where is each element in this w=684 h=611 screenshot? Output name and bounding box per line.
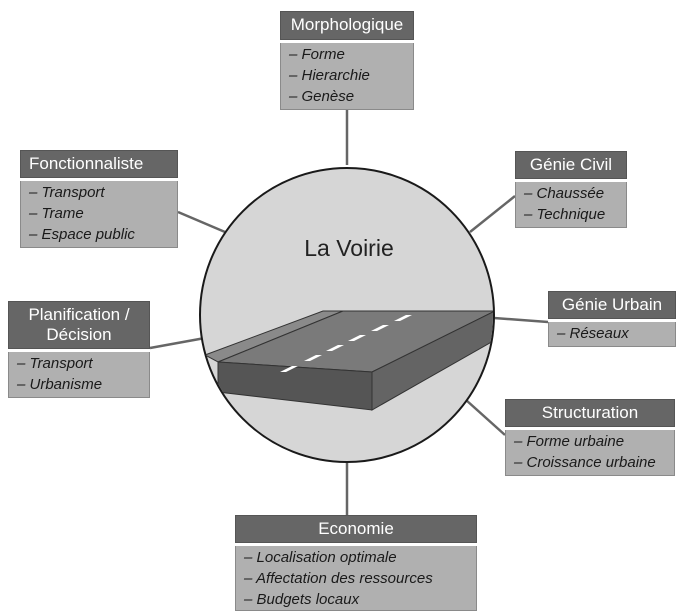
- box-structuration-items: – Forme urbaine – Croissance urbaine: [505, 430, 675, 476]
- list-item: – Localisation optimale: [244, 549, 397, 566]
- center-label: La Voirie: [304, 235, 394, 261]
- box-economie: Economie – Localisation optimale – Affec…: [235, 515, 477, 611]
- box-planification-title: Planification / Décision: [8, 301, 150, 349]
- list-item: – Genèse: [289, 88, 355, 105]
- connector-genie-civil: [469, 195, 516, 233]
- list-item: – Réseaux: [557, 325, 629, 342]
- box-structuration: Structuration – Forme urbaine – Croissan…: [505, 399, 675, 476]
- list-item: – Chaussée: [524, 185, 605, 202]
- list-item: – Espace public: [29, 226, 135, 243]
- box-planification-title-line1: Planification /: [28, 304, 130, 324]
- list-item: – Urbanisme: [17, 376, 103, 393]
- road-side-face: [371, 310, 493, 411]
- box-genie-civil-title: Génie Civil: [515, 151, 627, 179]
- box-economie-title: Economie: [235, 515, 477, 543]
- road-illustration: [203, 310, 493, 411]
- box-fonctionnaliste: Fonctionnaliste – Transport – Trame – Es…: [20, 150, 178, 248]
- list-item: – Budgets locaux: [244, 591, 360, 608]
- box-planification-title-line2: Décision: [46, 325, 112, 344]
- box-morphologique-title: Morphologique: [280, 11, 414, 40]
- lane-markings: [280, 315, 412, 372]
- box-genie-urbain: Génie Urbain – Réseaux: [548, 291, 676, 347]
- list-item: – Transport: [17, 355, 93, 372]
- list-item: – Hierarchie: [289, 67, 370, 84]
- box-fonctionnaliste-title: Fonctionnaliste: [20, 150, 178, 178]
- list-item: – Technique: [524, 206, 606, 223]
- connector-fonctionnaliste: [177, 210, 226, 234]
- list-item: – Transport: [29, 184, 105, 201]
- list-item: – Forme urbaine: [514, 433, 625, 450]
- box-planification: Planification / Décision – Transport – U…: [8, 301, 150, 398]
- box-genie-civil-items: – Chaussée – Technique: [515, 182, 627, 228]
- connector-genie-urbain: [493, 316, 549, 324]
- box-genie-civil: Génie Civil – Chaussée – Technique: [515, 151, 627, 228]
- list-item: – Forme: [289, 46, 345, 63]
- box-planification-items: – Transport – Urbanisme: [8, 352, 150, 398]
- box-structuration-title: Structuration: [505, 399, 675, 427]
- connector-structuration: [465, 399, 506, 436]
- box-genie-urbain-items: – Réseaux: [548, 322, 676, 347]
- list-item: – Trame: [29, 205, 84, 222]
- list-item: – Croissance urbaine: [514, 454, 656, 471]
- box-morphologique: Morphologique – Forme – Hierarchie – Gen…: [280, 11, 414, 110]
- box-economie-items: – Localisation optimale – Affectation de…: [235, 546, 477, 611]
- box-genie-urbain-title: Génie Urbain: [548, 291, 676, 319]
- box-morphologique-items: – Forme – Hierarchie – Genèse: [280, 43, 414, 110]
- list-item: – Affectation des ressources: [244, 570, 433, 587]
- box-fonctionnaliste-items: – Transport – Trame – Espace public: [20, 181, 178, 248]
- connector-planification: [149, 336, 206, 350]
